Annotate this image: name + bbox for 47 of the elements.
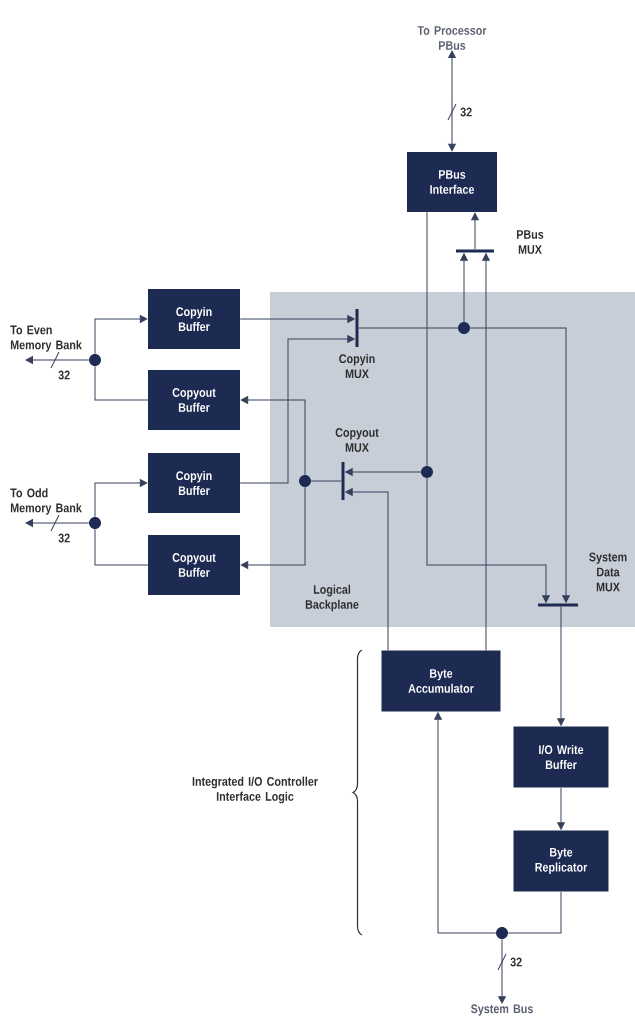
connector [94,365,149,401]
connector [239,335,355,484]
bracket-label: Integrated I/O Controller Interface Logic [192,776,318,804]
connector [507,891,562,934]
block: Copyin Buffer [148,453,240,513]
connector [239,315,355,323]
bus-width-label: 32 [58,533,70,543]
connector [434,712,497,934]
connector [469,327,570,603]
connector [358,327,459,329]
block: Copyin Buffer [148,289,240,349]
connector [426,477,550,603]
connector [25,356,90,364]
mux-label: PBus MUX [517,230,544,254]
connector [240,486,306,569]
mux-label: System Data MUX [589,552,627,592]
mux-label: Copyout MUX [335,428,379,452]
connector [557,606,565,726]
mux-label: Copyin MUX [339,353,375,379]
connector [345,468,422,476]
bus-label: To Even Memory Bank [10,325,82,352]
bus-width-label: 32 [510,957,522,967]
connector [448,50,456,152]
block: PBus Interface [407,152,497,212]
bus-label: To Processor PBus [417,26,487,50]
bus-label: System Bus [470,1004,533,1016]
connector [460,253,468,323]
block: Byte Replicator [513,830,609,892]
bus-label: To Odd Memory Bank [10,488,82,515]
connector [94,315,148,355]
block: Byte Accumulator [381,650,501,712]
bus-width-label: 32 [58,370,70,380]
connector [482,253,490,651]
block: I/O Write Buffer [513,726,609,788]
connector [426,211,428,467]
connector [94,528,149,566]
connector [345,488,389,651]
connector [471,212,479,250]
block: Copyout Buffer [148,370,240,430]
bus-width-label: 32 [460,107,472,117]
block: Copyout Buffer [148,535,240,595]
connector [557,787,565,830]
connector [25,519,90,527]
connector [310,480,342,482]
connector [94,479,148,518]
connector [498,938,506,1004]
connector [240,396,306,476]
